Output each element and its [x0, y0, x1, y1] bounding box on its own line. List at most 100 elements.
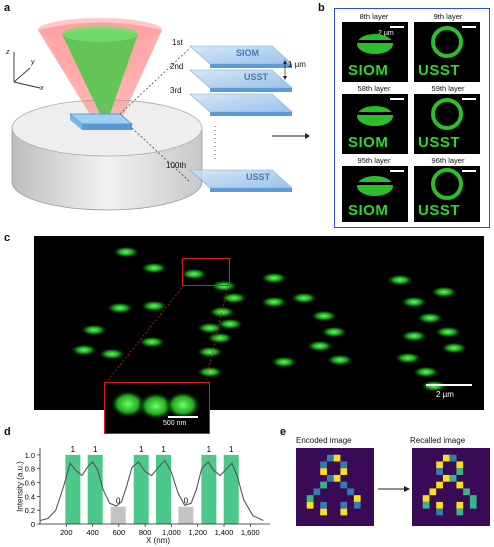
slide-text-1: SIOM: [236, 48, 260, 58]
pixel: [320, 508, 327, 516]
pixel: [340, 468, 348, 475]
encoded-title: Encoded image: [296, 436, 352, 445]
pixel: [320, 468, 327, 475]
bit-bar: [133, 454, 149, 524]
x-tick-label: 600: [113, 528, 126, 537]
fluorescent-dot: [210, 280, 238, 292]
roi-box: [182, 258, 230, 286]
fluorescent-dot: [386, 274, 414, 286]
inset-blobs: [110, 390, 201, 420]
bit-label: 0: [184, 497, 189, 506]
pixel: [456, 508, 464, 516]
fluorescence-dots: [70, 246, 468, 392]
fluorescent-dot: [138, 336, 166, 348]
panel-label-e: e: [280, 426, 287, 438]
bit-label: 1: [71, 445, 76, 454]
pixel: [320, 481, 327, 489]
word-59: USST: [418, 134, 461, 151]
word-8: SIOM: [348, 62, 389, 79]
word-58: SIOM: [348, 134, 389, 151]
pixel: [306, 495, 314, 502]
pixel: [340, 461, 348, 469]
fluorescent-dot: [326, 354, 354, 366]
fluorescent-dot: [196, 346, 224, 358]
pixel: [436, 501, 443, 509]
bit-bar: [87, 454, 103, 524]
pixel: [320, 461, 327, 469]
pixel: [456, 481, 464, 489]
bit-label: 1: [139, 445, 144, 454]
pixel: [326, 474, 334, 482]
inset-scale-bar: [168, 416, 198, 418]
x-tick-label: 400: [86, 528, 99, 537]
x-tick-label: 1,000: [162, 528, 181, 537]
fluorescent-dot: [434, 326, 462, 338]
fluorescent-dot: [140, 262, 168, 274]
fluorescent-dot: [440, 342, 468, 354]
layer-96-label: 96th layer: [431, 156, 465, 165]
pixel: [333, 454, 341, 462]
bit-label: 1: [161, 445, 166, 454]
bit-bar: [110, 506, 126, 524]
fluorescent-dot: [260, 296, 288, 308]
micrograph-96: [414, 166, 480, 222]
bit-bar: [156, 454, 172, 524]
layer-label-3rd: 3rd: [170, 86, 182, 95]
fluorescent-dot: [320, 326, 348, 338]
axis-x-label: x: [40, 85, 44, 92]
panel-a-illustration: [11, 18, 310, 211]
layer-95-label: 95th layer: [357, 156, 391, 165]
axis-z-label: z: [6, 49, 10, 56]
layer-label-2nd: 2nd: [170, 62, 184, 71]
fluorescent-dot: [394, 352, 422, 364]
y-tick-label: 0: [31, 520, 35, 529]
pixel: [449, 474, 457, 482]
recalled-image: [412, 448, 490, 526]
pixel: [313, 488, 321, 496]
pixel: [436, 461, 443, 469]
fluorescent-dot: [430, 286, 458, 298]
fluorescent-dot: [70, 344, 98, 356]
encoded-image: [296, 448, 374, 526]
fluorescent-dot: [306, 340, 334, 352]
bit-label: 1: [229, 445, 234, 454]
pixel: [422, 501, 430, 509]
scale-bar-b3: [390, 98, 404, 100]
word-96: USST: [418, 202, 461, 219]
fluorescent-dot: [196, 322, 224, 334]
fluorescence-image: [34, 236, 484, 410]
x-tick-label: 1,200: [188, 528, 207, 537]
scale-bar-b1: [390, 26, 404, 28]
fluorescent-dot: [98, 348, 126, 360]
fluorescent-dot: [416, 312, 444, 324]
fluorescent-dot: [140, 300, 168, 312]
pixel: [320, 501, 327, 509]
fluorescent-dot: [80, 324, 108, 336]
fluorescent-dot: [400, 296, 428, 308]
scale-bar-b2: [462, 26, 476, 28]
pixel: [449, 454, 457, 462]
axis-y-label: y: [31, 59, 35, 66]
fluorescent-dot: [310, 310, 338, 322]
layer-spacing: 1 µm: [288, 60, 306, 69]
intensity-curve: [39, 459, 264, 522]
layer-58-label: 58th layer: [357, 84, 391, 93]
scale-label-b: 2 µm: [378, 30, 394, 37]
pixel: [463, 488, 470, 496]
pixel: [326, 454, 334, 462]
slide-text-3: USST: [246, 172, 271, 182]
y-tick-label: 1.0: [25, 451, 35, 460]
scale-bar-b6: [462, 170, 476, 172]
arrow-e: [378, 486, 410, 492]
layer-label-100th: 100th: [166, 161, 187, 170]
fluorescent-dot: [412, 366, 440, 378]
fluorescent-dot: [206, 332, 234, 344]
fluorescent-dot: [208, 306, 236, 318]
recalled-title: Recalled image: [410, 436, 466, 445]
pixel: [456, 468, 464, 475]
layer-8-label: 8th layer: [359, 12, 389, 21]
layer-stack: [189, 45, 293, 192]
micrograph-9: [414, 22, 480, 82]
pixel: [436, 481, 443, 489]
